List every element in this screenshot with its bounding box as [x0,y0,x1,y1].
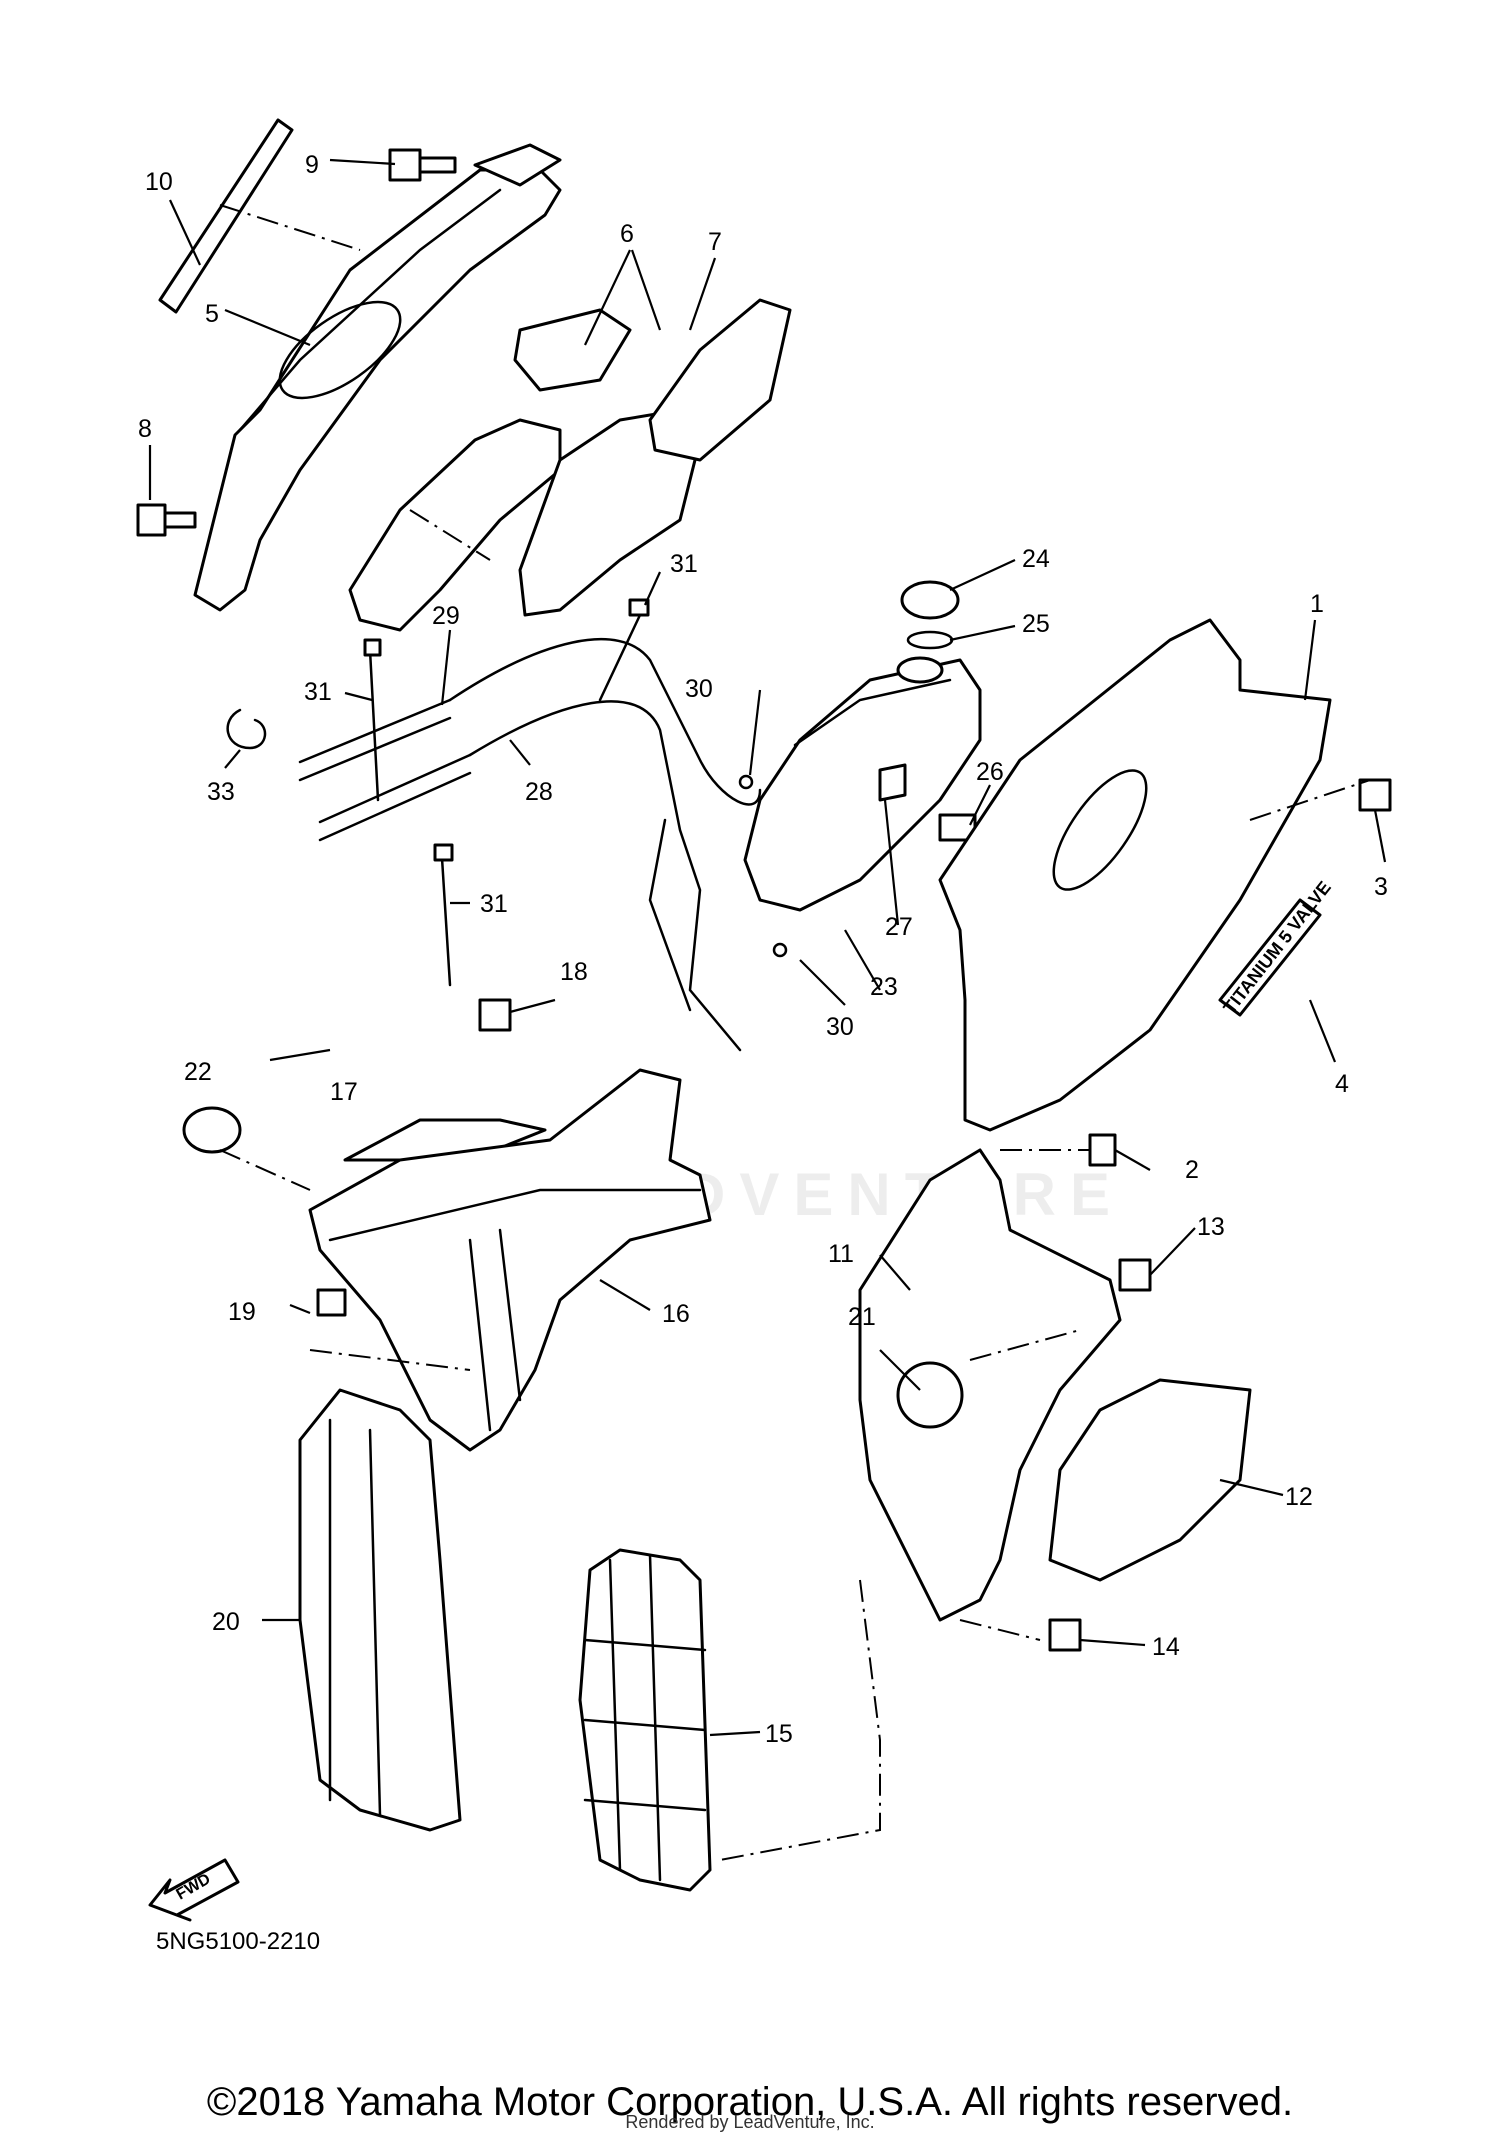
part-9-bolt [388,148,457,182]
callout-8: 8 [138,415,152,443]
callout-33: 33 [207,778,235,806]
part-21-emblem [896,1361,964,1429]
part-27-bracket [878,763,907,802]
callout-1: 1 [1310,590,1324,618]
callout-6: 6 [620,220,634,248]
callout-31b: 31 [480,890,508,918]
part-31-tie-a [368,648,380,802]
callout-3: 3 [1374,873,1388,901]
part-2-bolt [1088,1133,1117,1167]
part-13-bolt [1118,1258,1152,1292]
callout-2: 2 [1185,1156,1199,1184]
callout-16: 16 [662,1300,690,1328]
callout-27: 27 [885,913,913,941]
rendered-by-credit: Rendered by LeadVenture, Inc. [625,2112,875,2132]
part-23-tank [743,658,982,912]
copyright-notice: ©2018 Yamaha Motor Corporation, U.S.A. A… [206,2080,1294,2124]
callout-28: 28 [525,778,553,806]
part-30-clip-a [738,774,754,790]
callout-18: 18 [560,958,588,986]
part-16-louver [308,1068,712,1452]
part-33-clip [226,708,267,750]
callout-25: 25 [1022,610,1050,638]
part-6-pad-b [513,308,632,392]
callout-17: 17 [330,1078,358,1106]
callout-19: 19 [228,1298,256,1326]
part-3-bolt [1358,778,1392,812]
part-1-shroud [938,618,1332,1132]
callout-14: 14 [1152,1633,1180,1661]
callout-26: 26 [976,758,1004,786]
callout-23: 23 [870,973,898,1001]
callout-10: 10 [145,168,173,196]
part-25-gasket [906,630,954,650]
part-24-cap [900,580,960,620]
part-18-bolt [478,998,512,1032]
callout-15: 15 [765,1720,793,1748]
part-31-tie-b [440,856,452,987]
callout-22: 22 [184,1058,212,1086]
callout-32: 31 [670,550,698,578]
callout-11: 11 [828,1240,854,1268]
callout-30b: 30 [826,1013,854,1041]
part-11-panel [858,1148,1122,1622]
callout-12: 12 [1285,1483,1313,1511]
part-19-bolt [316,1288,347,1317]
callout-7: 7 [708,228,722,256]
part-30-clip-b [772,942,788,958]
callout-30: 30 [685,675,713,703]
part-22-disc [182,1106,242,1154]
part-7-pad [648,298,792,462]
part-10-decal [158,118,294,314]
part-32-tie [628,598,650,617]
callout-24: 24 [1022,545,1050,573]
diagram-code: 5NG5100-2210 [156,1928,321,1955]
callout-4: 4 [1335,1070,1349,1098]
callout-31: 31 [304,678,332,706]
callout-20: 20 [212,1608,240,1636]
part-28-hose [318,753,472,824]
callout-21: 21 [848,1303,876,1331]
part-4-decal [1218,898,1322,1017]
part-5-shroud [193,168,562,612]
callout-9: 9 [305,151,319,179]
part-9-clip [473,143,562,187]
callout-13: 13 [1197,1213,1225,1241]
callout-29: 29 [432,602,460,630]
fwd-arrow-icon [148,1858,240,1922]
callout-5: 5 [205,300,219,328]
part-14-bolt [1048,1618,1082,1652]
part-8-bolt [136,503,197,537]
part-12-pad [1048,1378,1252,1582]
part-6-pad-c [518,408,702,617]
part-20-louver [298,1388,462,1832]
